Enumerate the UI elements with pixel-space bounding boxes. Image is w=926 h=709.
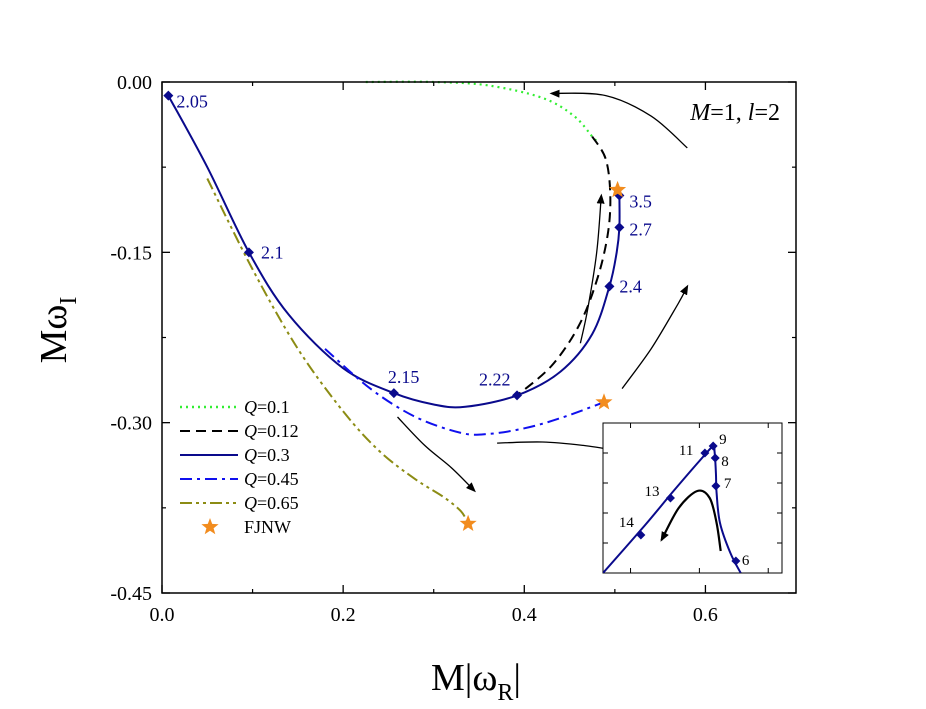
legend-label: Q=0.3 [244, 445, 290, 465]
data-marker [614, 222, 625, 233]
data-marker [604, 281, 615, 292]
y-tick-label: -0.45 [110, 583, 152, 605]
marker-label: 2.22 [479, 369, 511, 389]
legend-label: Q=0.65 [244, 493, 299, 513]
marker-layer: 2.05 2.1 2.15 2.22 2.4 2.7 3.5 [163, 90, 652, 531]
inset-layer: 9 8 7 11 13 14 6 [603, 423, 782, 573]
inset-marker-label: 9 [719, 432, 727, 448]
fjnw-star [595, 393, 613, 410]
arrow-layer [397, 89, 689, 493]
marker-label: 2.1 [261, 242, 284, 262]
inset-curve [603, 444, 742, 573]
direction-arrow [549, 89, 688, 149]
data-marker [512, 390, 523, 401]
inset-marker [665, 493, 675, 503]
data-marker [388, 388, 399, 399]
series-line-4 [324, 348, 605, 436]
legend-label: Q=0.12 [244, 421, 299, 441]
y-tick-label: -0.30 [110, 413, 152, 435]
legend-label: Q=0.1 [244, 397, 290, 417]
fjnw-star [459, 514, 477, 531]
inset-marker-label: 14 [619, 515, 635, 531]
x-tick-label: 0.0 [150, 604, 175, 626]
marker-label: 2.7 [629, 219, 652, 239]
direction-arrow [579, 193, 605, 344]
marker-label: 2.05 [176, 92, 208, 112]
inset-marker-label: 8 [721, 454, 729, 470]
inset-marker [708, 441, 718, 451]
inset-marker [636, 530, 646, 540]
inset-arrow [660, 489, 722, 552]
data-marker [163, 90, 174, 101]
fjnw-star [609, 180, 627, 198]
inset-marker-label: 11 [679, 443, 693, 459]
y-axis-label: MωI [33, 297, 82, 364]
marker-label: 2.15 [388, 367, 420, 387]
marker-label: 3.5 [629, 192, 652, 212]
inset-marker-label: 7 [724, 476, 732, 492]
x-tick-label: 0.2 [331, 604, 356, 626]
y-tick-label: -0.15 [110, 242, 152, 264]
y-tick-label: 0.00 [117, 72, 152, 94]
direction-arrow [397, 416, 476, 493]
inset-marker-label: 6 [742, 553, 750, 569]
inset-content [603, 441, 742, 573]
legend-label: Q=0.45 [244, 469, 299, 489]
inset-box [602, 422, 783, 574]
x-axis-label: M|ωR| [431, 657, 521, 706]
x-tick-label: 0.6 [693, 604, 718, 626]
ticks-layer: 0.0 0.2 0.4 0.6 0.00 -0.15 -0.30 -0.45 [110, 72, 796, 626]
inset-marker [731, 556, 741, 566]
inset-marker-label: 13 [644, 484, 659, 500]
inset-marker [710, 453, 720, 463]
legend-fjnw-star [201, 518, 219, 535]
inset-marker [700, 448, 710, 458]
annotation-text: M=1, l=2 [689, 100, 780, 126]
series-line-2 [516, 135, 612, 397]
x-tick-label: 0.4 [512, 604, 537, 626]
inset-marker [711, 481, 721, 491]
marker-label: 2.4 [619, 276, 642, 296]
legend-label: FJNW [244, 517, 291, 537]
direction-arrow [621, 284, 689, 389]
data-marker [243, 247, 254, 258]
series-line-5 [206, 178, 469, 525]
